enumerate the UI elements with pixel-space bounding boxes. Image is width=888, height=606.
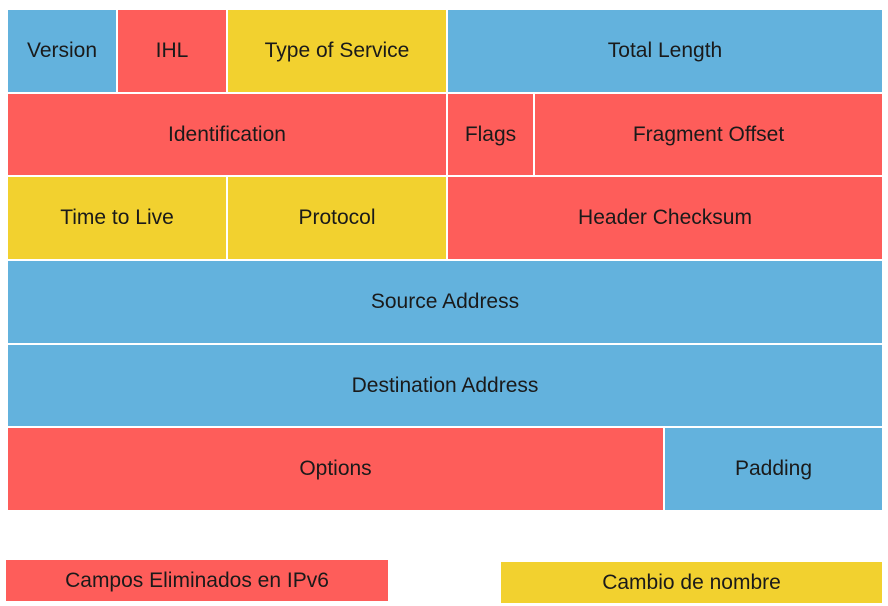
field-protocol: Protocol	[228, 177, 446, 259]
field-header-checksum: Header Checksum	[448, 177, 882, 259]
field-options: Options	[8, 428, 663, 510]
legend-removed-in-ipv6: Campos Eliminados en IPv6	[6, 560, 388, 601]
field-destination-address: Destination Address	[8, 345, 882, 426]
field-version: Version	[8, 10, 116, 92]
field-source-address: Source Address	[8, 261, 882, 343]
field-time-to-live: Time to Live	[8, 177, 226, 259]
field-total-length: Total Length	[448, 10, 882, 92]
field-type-of-service: Type of Service	[228, 10, 446, 92]
field-ihl: IHL	[118, 10, 226, 92]
field-flags: Flags	[448, 94, 533, 175]
field-padding: Padding	[665, 428, 882, 510]
field-identification: Identification	[8, 94, 446, 175]
field-fragment-offset: Fragment Offset	[535, 94, 882, 175]
legend-renamed: Cambio de nombre	[501, 562, 882, 603]
